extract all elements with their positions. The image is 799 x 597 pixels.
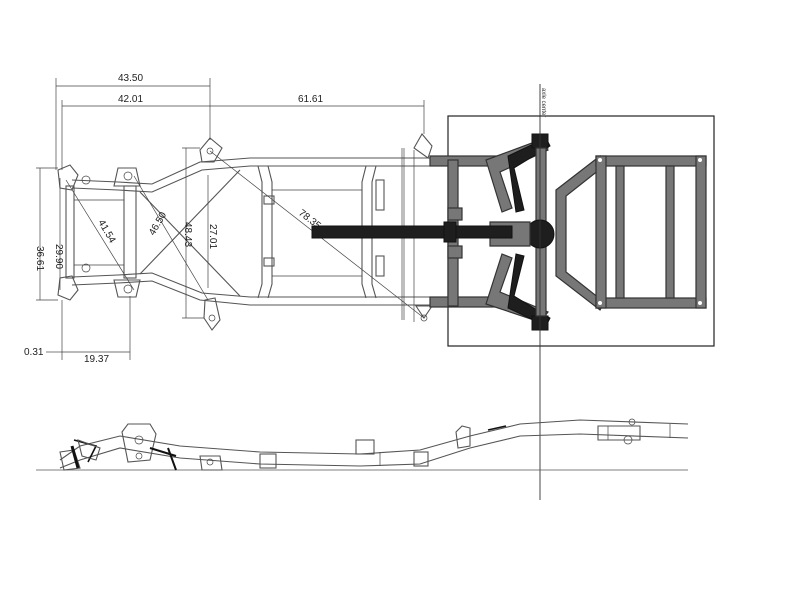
dim-outer-width: 36.61 [34, 246, 45, 271]
dim-diagonal-mid: 46.50 [147, 210, 169, 238]
dim-hanger-to-rear-hanger: 61.61 [298, 94, 323, 105]
dim-diagonal-front: 41.54 [95, 218, 117, 246]
dim-axle-to-crossmember: 19.37 [84, 354, 109, 365]
dim-front-to-hanger: 43.50 [118, 73, 143, 84]
dimension-lines [36, 78, 425, 360]
dim-inner-width: 29.90 [53, 244, 64, 269]
side-view-frame [36, 418, 689, 471]
dim-front-axle-to-hanger: 42.01 [118, 94, 143, 105]
dim-frame-width: 27.01 [207, 224, 218, 249]
axle-center-label: axle center [540, 88, 546, 117]
rear-section-overlay [311, 84, 715, 500]
dim-offset: 0.31 [24, 347, 44, 358]
dim-hanger-width: 48.43 [182, 222, 193, 247]
